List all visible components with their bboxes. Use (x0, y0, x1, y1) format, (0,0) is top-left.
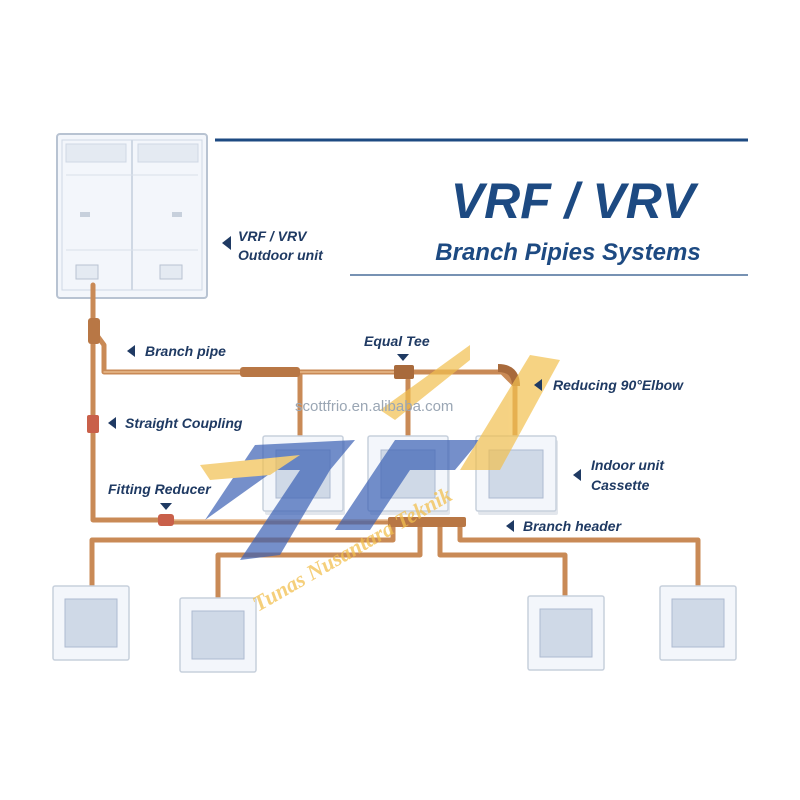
indoor-cassette (527, 595, 605, 671)
watermark-logo (200, 345, 560, 560)
fitting-reducer-fitting (158, 514, 174, 526)
indoor-cassette (179, 597, 257, 673)
label-arrow (160, 503, 172, 510)
page-subtitle: Branch Pipies Systems (435, 239, 700, 266)
outdoor-unit (56, 133, 208, 299)
reducing-elbow-label: Reducing 90°Elbow (553, 377, 684, 393)
site-watermark: scottfrio.en.alibaba.com (295, 398, 453, 415)
branch-header-fitting (388, 517, 466, 527)
fitting-reducer-label: Fitting Reducer (108, 481, 212, 497)
label-arrow (222, 236, 231, 250)
label-arrow (397, 354, 409, 361)
equal-tee-fitting (394, 365, 414, 379)
outdoor-unit-label-2: Outdoor unit (238, 247, 324, 263)
label-arrow (108, 417, 116, 429)
indoor-cassette-row-2 (52, 585, 737, 673)
branch-pipe-label: Branch pipe (145, 343, 226, 359)
indoor-cassette (659, 585, 737, 661)
indoor-unit-label-2: Cassette (591, 477, 650, 493)
title-decoration (215, 138, 748, 276)
page-title: VRF / VRV (451, 173, 699, 229)
label-arrow (127, 345, 135, 357)
branch-y-fitting (240, 367, 300, 377)
label-arrow (534, 379, 542, 391)
indoor-unit-label-1: Indoor unit (591, 457, 665, 473)
callout-labels: VRF / VRV Outdoor unit Branch pipe Equal… (108, 228, 684, 534)
branch-pipe-fitting (88, 318, 100, 344)
indoor-cassette (52, 585, 130, 661)
straight-coupling-label: Straight Coupling (125, 415, 243, 431)
title-block: VRF / VRV Branch Pipies Systems (435, 173, 700, 266)
straight-coupling-fitting (87, 415, 99, 433)
label-arrow (506, 520, 514, 532)
outdoor-unit-label-1: VRF / VRV (238, 228, 308, 244)
label-arrow (573, 469, 581, 481)
branch-header-label: Branch header (523, 518, 623, 534)
equal-tee-label: Equal Tee (364, 333, 430, 349)
